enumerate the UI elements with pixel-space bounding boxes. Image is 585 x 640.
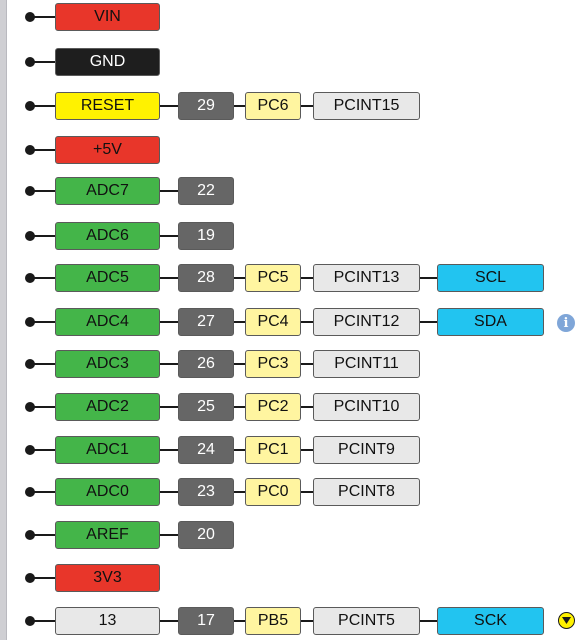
- pin-row: ADC4 27 PC4 PCINT12 SDA: [0, 307, 585, 337]
- pin-row: ADC2 25 PC2 PCINT10: [0, 392, 585, 422]
- pcint-label: PCINT13: [313, 264, 420, 292]
- pin-connector-line: [30, 149, 55, 151]
- pin-name-label: ADC6: [55, 222, 160, 250]
- pin-connector-line: [30, 105, 313, 107]
- pin-number-label: 23: [178, 478, 234, 506]
- port-label: PC5: [245, 264, 301, 292]
- pcint-label: PCINT15: [313, 92, 420, 120]
- pin-row: 3V3: [0, 563, 585, 593]
- pin-row: +5V: [0, 135, 585, 165]
- chevron-down-icon[interactable]: [558, 612, 575, 629]
- pin-name-label: 13: [55, 607, 160, 635]
- pin-row: ADC5 28 PC5 PCINT13 SCL: [0, 263, 585, 293]
- info-icon-glyph: i: [563, 315, 569, 331]
- pin-row: AREF 20: [0, 520, 585, 550]
- port-label: PC2: [245, 393, 301, 421]
- pin-connector-line: [30, 61, 55, 63]
- pcint-label: PCINT12: [313, 308, 420, 336]
- pin-name-label: RESET: [55, 92, 160, 120]
- pcint-label: PCINT9: [313, 436, 420, 464]
- port-label: PC0: [245, 478, 301, 506]
- port-label: PC3: [245, 350, 301, 378]
- pcint-label: PCINT5: [313, 607, 420, 635]
- pin-number-label: 20: [178, 521, 234, 549]
- pin-number-label: 24: [178, 436, 234, 464]
- pin-row: ADC1 24 PC1 PCINT9: [0, 435, 585, 465]
- port-label: PC4: [245, 308, 301, 336]
- pin-number-label: 28: [178, 264, 234, 292]
- pin-name-label: ADC4: [55, 308, 160, 336]
- pin-name-label: 3V3: [55, 564, 160, 592]
- pin-connector-line: [30, 491, 313, 493]
- pin-row: VIN: [0, 2, 585, 32]
- pin-row: RESET 29 PC6 PCINT15: [0, 91, 585, 121]
- pin-name-label: ADC7: [55, 177, 160, 205]
- pin-connector-line: [30, 577, 55, 579]
- pin-name-label: ADC2: [55, 393, 160, 421]
- pin-connector-line: [30, 16, 55, 18]
- pin-row: ADC3 26 PC3 PCINT11: [0, 349, 585, 379]
- board-edge: [0, 0, 7, 640]
- pin-connector-line: [30, 406, 313, 408]
- pin-row: ADC6 19: [0, 221, 585, 251]
- pcint-label: PCINT8: [313, 478, 420, 506]
- pin-name-label: VIN: [55, 3, 160, 31]
- pin-row: ADC0 23 PC0 PCINT8: [0, 477, 585, 507]
- pin-name-label: +5V: [55, 136, 160, 164]
- pin-row: ADC7 22: [0, 176, 585, 206]
- comm-label: SDA: [437, 308, 544, 336]
- pin-number-label: 19: [178, 222, 234, 250]
- pin-connector-line: [30, 449, 313, 451]
- pcint-label: PCINT10: [313, 393, 420, 421]
- port-label: PC1: [245, 436, 301, 464]
- pin-name-label: ADC3: [55, 350, 160, 378]
- pin-connector-line: [30, 363, 313, 365]
- pin-name-label: AREF: [55, 521, 160, 549]
- pin-name-label: GND: [55, 48, 160, 76]
- comm-label: SCL: [437, 264, 544, 292]
- port-label: PC6: [245, 92, 301, 120]
- pin-number-label: 25: [178, 393, 234, 421]
- pin-number-label: 17: [178, 607, 234, 635]
- pin-row: 13 17 PB5 PCINT5 SCK: [0, 606, 585, 636]
- pin-number-label: 26: [178, 350, 234, 378]
- info-icon[interactable]: i: [557, 314, 575, 332]
- pcint-label: PCINT11: [313, 350, 420, 378]
- pin-number-label: 29: [178, 92, 234, 120]
- pin-number-label: 27: [178, 308, 234, 336]
- pin-name-label: ADC0: [55, 478, 160, 506]
- comm-label: SCK: [437, 607, 544, 635]
- pin-name-label: ADC1: [55, 436, 160, 464]
- pin-row: GND: [0, 47, 585, 77]
- pin-name-label: ADC5: [55, 264, 160, 292]
- pin-number-label: 22: [178, 177, 234, 205]
- port-label: PB5: [245, 607, 301, 635]
